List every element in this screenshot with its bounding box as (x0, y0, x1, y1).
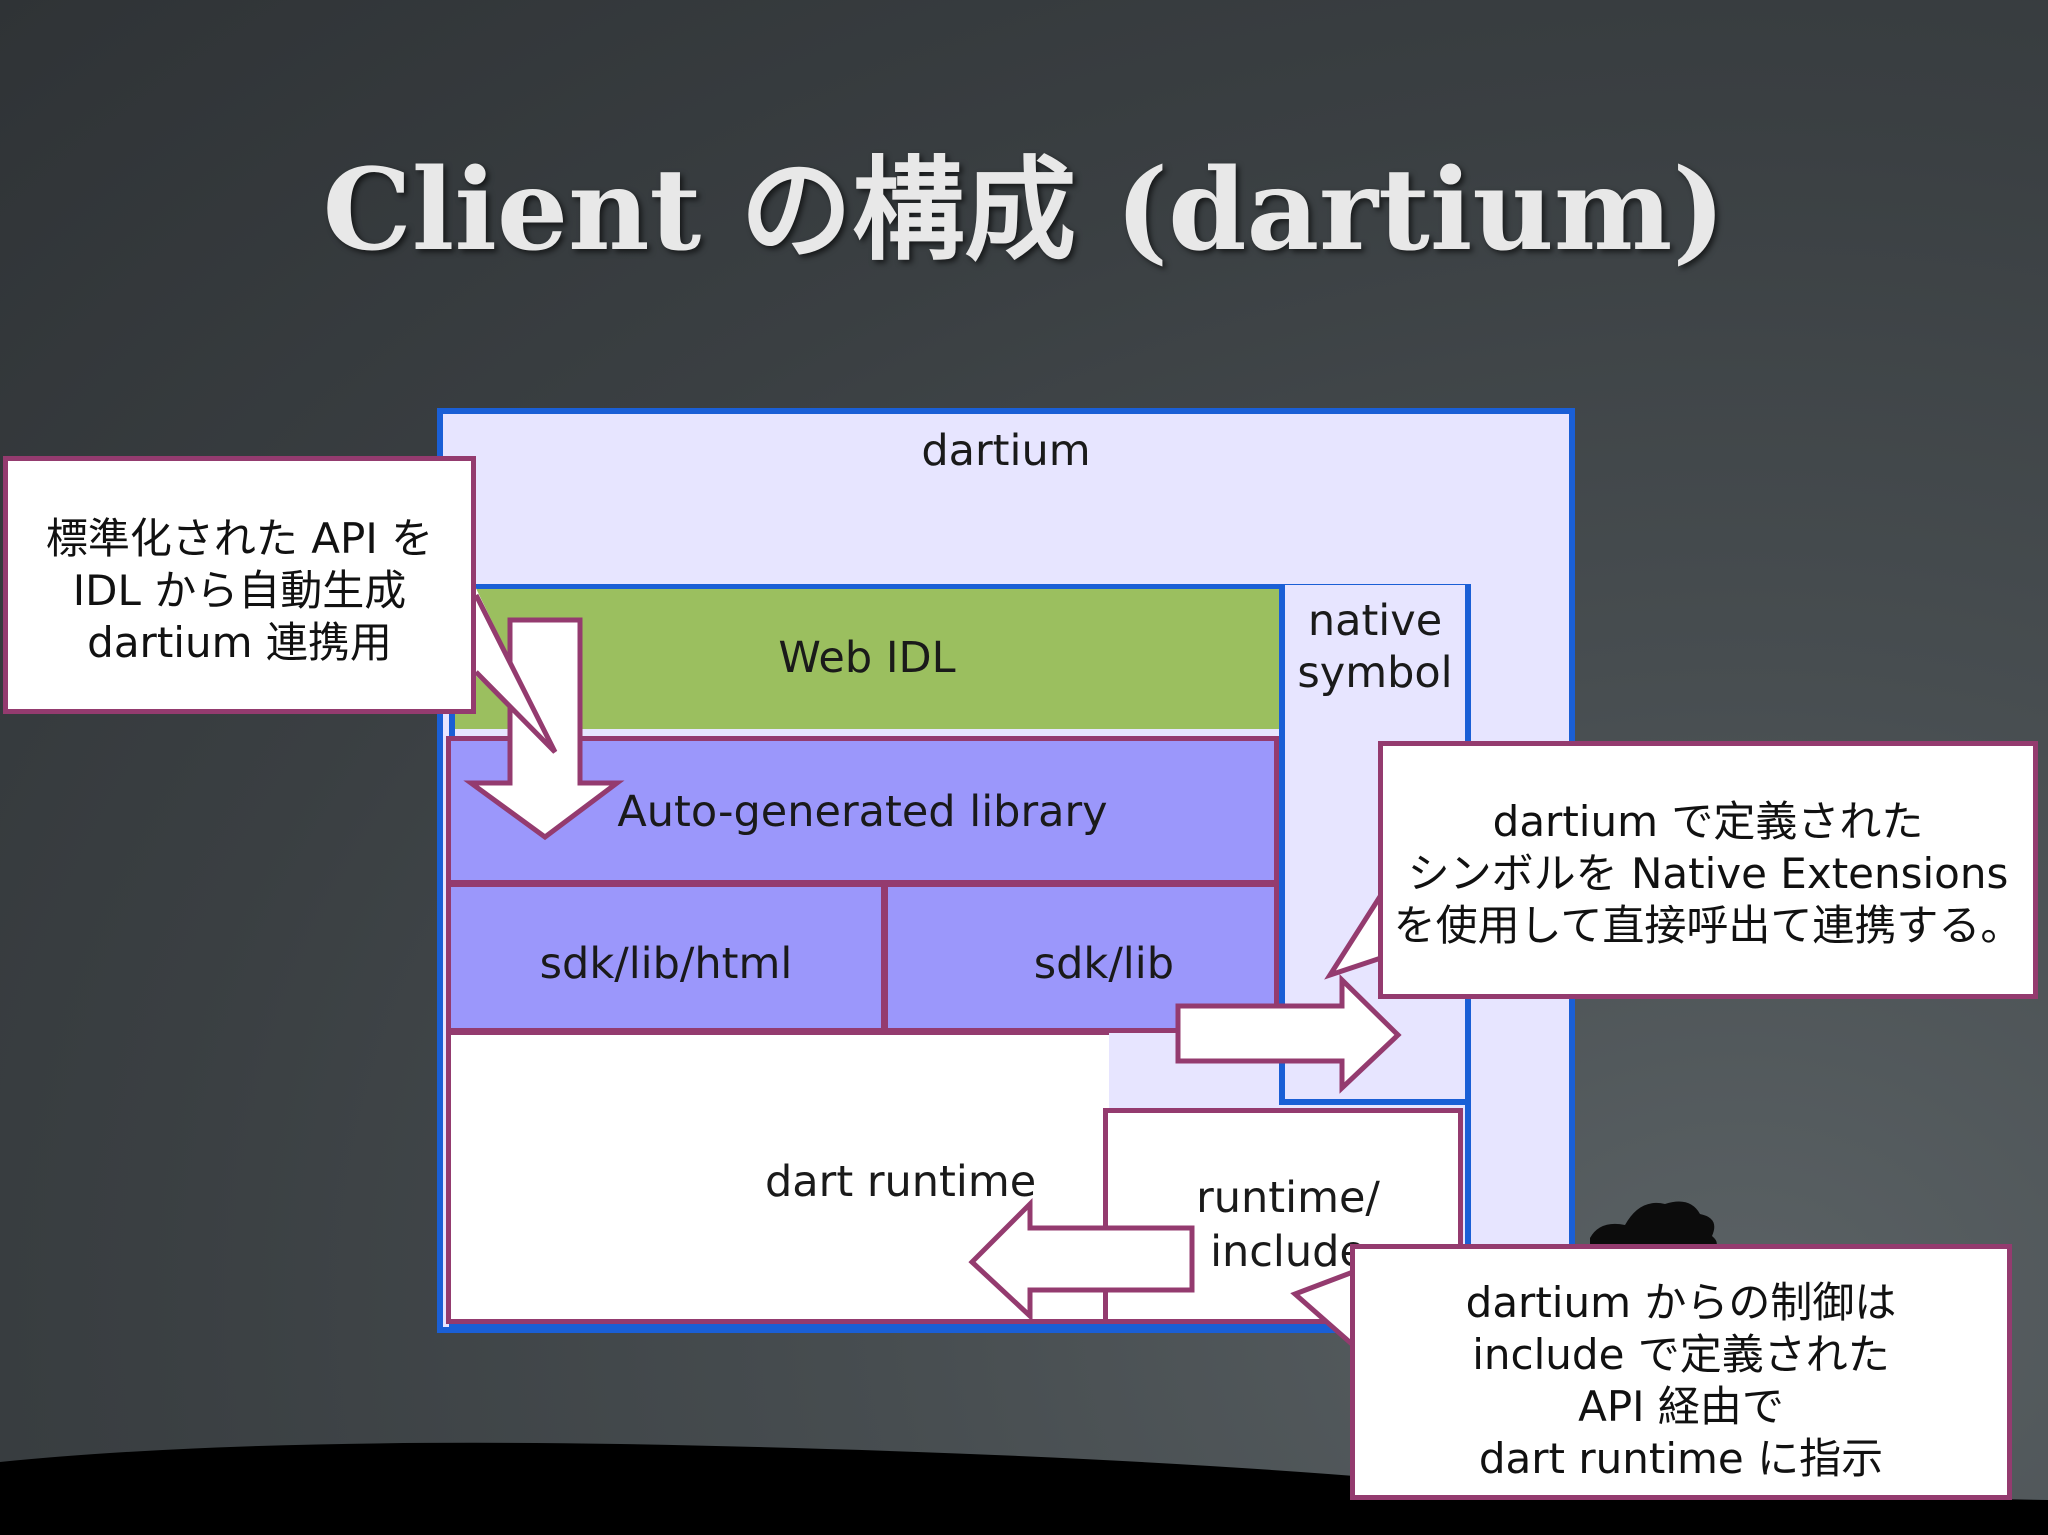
runtime-include-line-2: include (1210, 1227, 1366, 1277)
callout-control-tail-outline (1290, 1269, 1355, 1347)
auto-generated-library-label: Auto-generated library (617, 787, 1108, 837)
callout-native-line-2: シンボルを Native Extensions (1407, 849, 2009, 898)
callout-native-extensions: dartium で定義された シンボルを Native Extensions を… (1378, 741, 2038, 999)
callout-native-tail-outline (1324, 893, 1384, 980)
callout-control-line-1: dartium からの制御は (1465, 1278, 1897, 1327)
callout-runtime-control: dartium からの制御は include で定義された API 経由で da… (1350, 1244, 2012, 1500)
native-symbol-line-2: symbol (1297, 648, 1453, 698)
sdk-lib-html-label: sdk/lib/html (539, 939, 793, 989)
callout-control-line-2: include で定義された (1472, 1330, 1890, 1379)
dart-runtime-label: dart runtime (765, 1157, 1037, 1207)
callout-native-line-3: を使用して直接呼出て連携する。 (1393, 901, 2023, 950)
callout-control-line-3: API 経由で (1578, 1382, 1784, 1431)
callout-native-line-1: dartium で定義された (1492, 797, 1924, 846)
left-arrow-icon (968, 1197, 1195, 1322)
native-symbol-label: native symbol (1285, 595, 1465, 699)
web-idl-label: Web IDL (778, 633, 956, 683)
callout-control-line-4: dart runtime に指示 (1478, 1434, 1884, 1483)
runtime-include-label: runtime/ include (1128, 1171, 1448, 1279)
web-idl-block: Web IDL (455, 589, 1279, 729)
sdk-lib-label: sdk/lib (1033, 939, 1174, 989)
slide-title: Client の構成 (dartium) (322, 145, 1726, 276)
tree-silhouette (1590, 1201, 1717, 1252)
dartium-label: dartium (921, 426, 1091, 476)
callout-idl-line-3: dartium 連携用 (87, 618, 392, 667)
auto-generated-library-block: Auto-generated library (446, 736, 1279, 885)
callout-idl-line-2: IDL から自動生成 (72, 566, 407, 615)
callout-idl-line-1: 標準化された API を (45, 514, 434, 563)
callout-idl-tail-outline (473, 593, 558, 754)
sdk-lib-html-block: sdk/lib/html (446, 882, 886, 1033)
callout-idl: 標準化された API を IDL から自動生成 dartium 連携用 (3, 456, 476, 714)
runtime-include-line-1: runtime/ (1196, 1173, 1380, 1223)
horizon-silhouette (0, 1442, 2048, 1535)
right-arrow-icon (1175, 974, 1402, 1094)
native-symbol-line-1: native (1307, 596, 1443, 646)
